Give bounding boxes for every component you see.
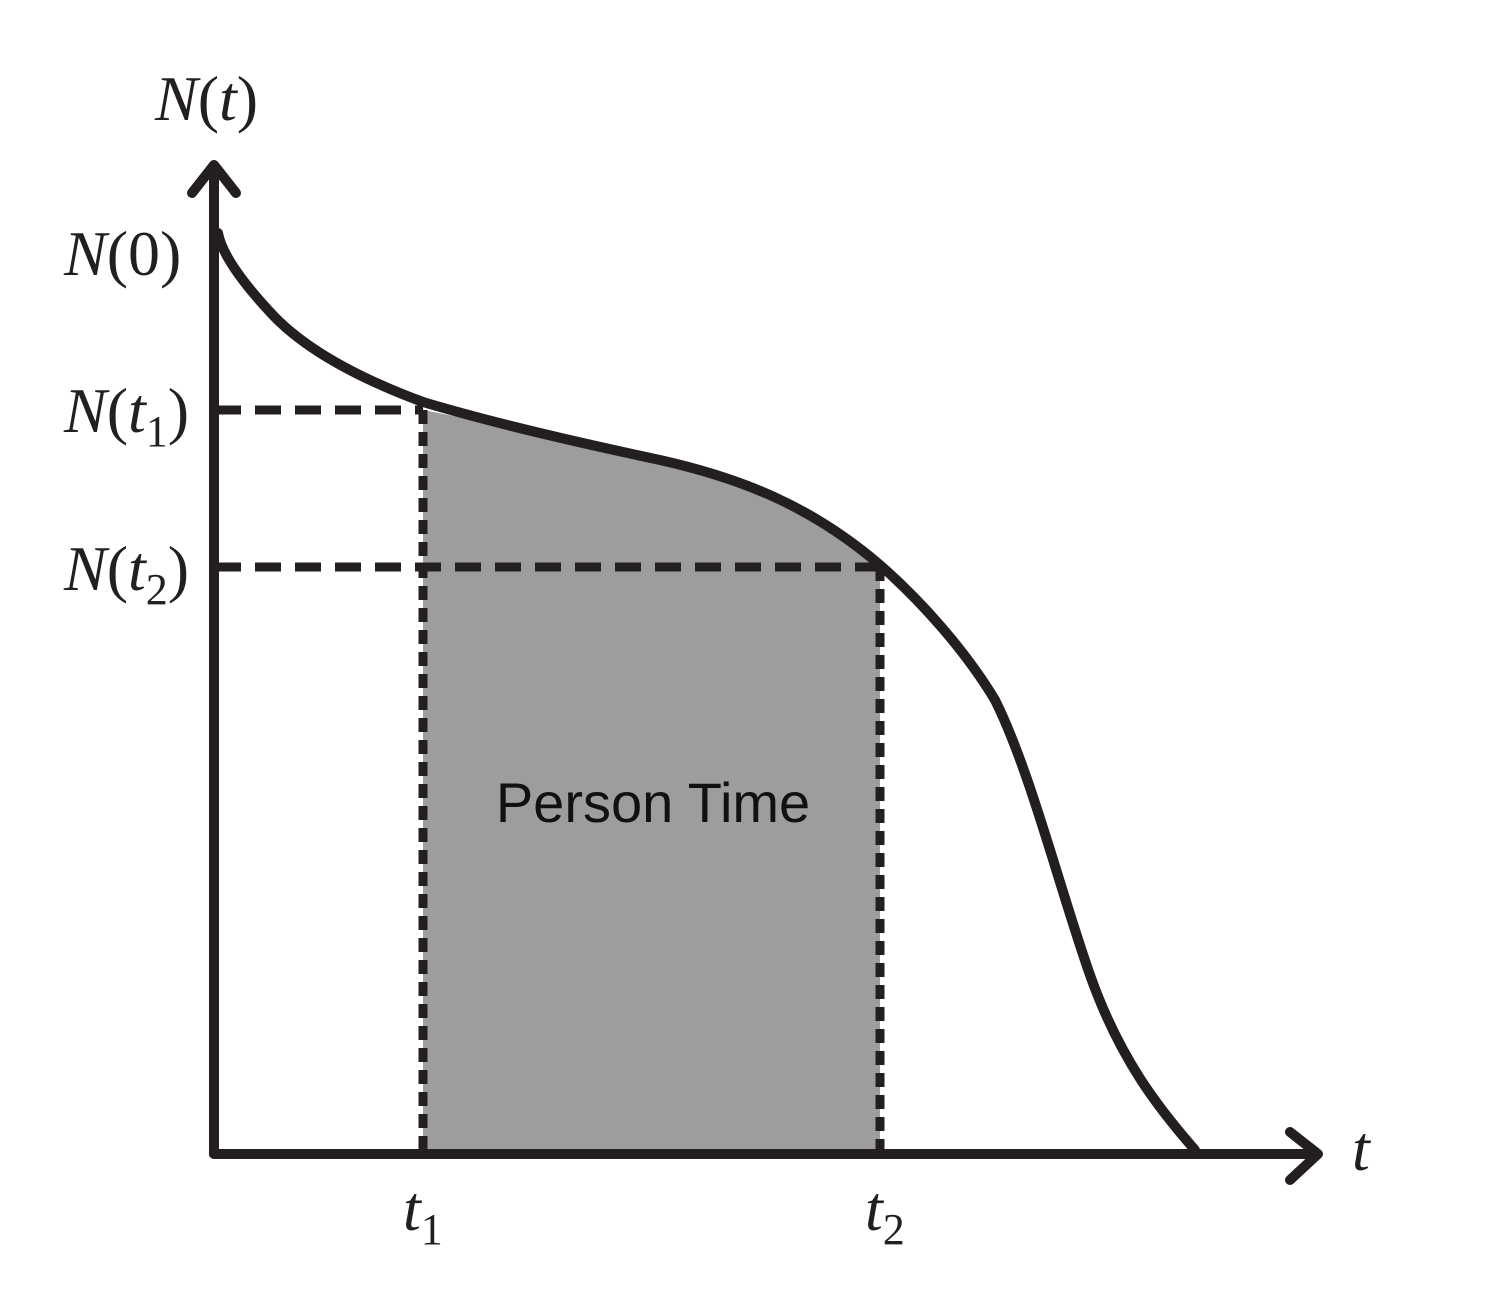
guide-lines	[215, 405, 885, 1150]
axes	[187, 160, 1323, 1185]
person-time-region	[423, 410, 880, 1150]
survival-curve	[213, 228, 1200, 1155]
tick-label-n-t1: N(t1)	[63, 375, 189, 456]
person-time-label: Person Time	[496, 771, 810, 834]
y-axis-arrowhead	[187, 160, 241, 198]
x-axis-title: t	[1352, 1113, 1372, 1184]
tick-label-n-t2: N(t2)	[63, 533, 189, 614]
y-axis-title: N(t)	[154, 63, 258, 134]
tick-label-t2: t2	[865, 1173, 905, 1254]
tick-label-t1: t1	[403, 1173, 443, 1254]
x-axis-arrowhead	[1285, 1127, 1323, 1185]
tick-label-n0: N(0)	[63, 218, 181, 289]
